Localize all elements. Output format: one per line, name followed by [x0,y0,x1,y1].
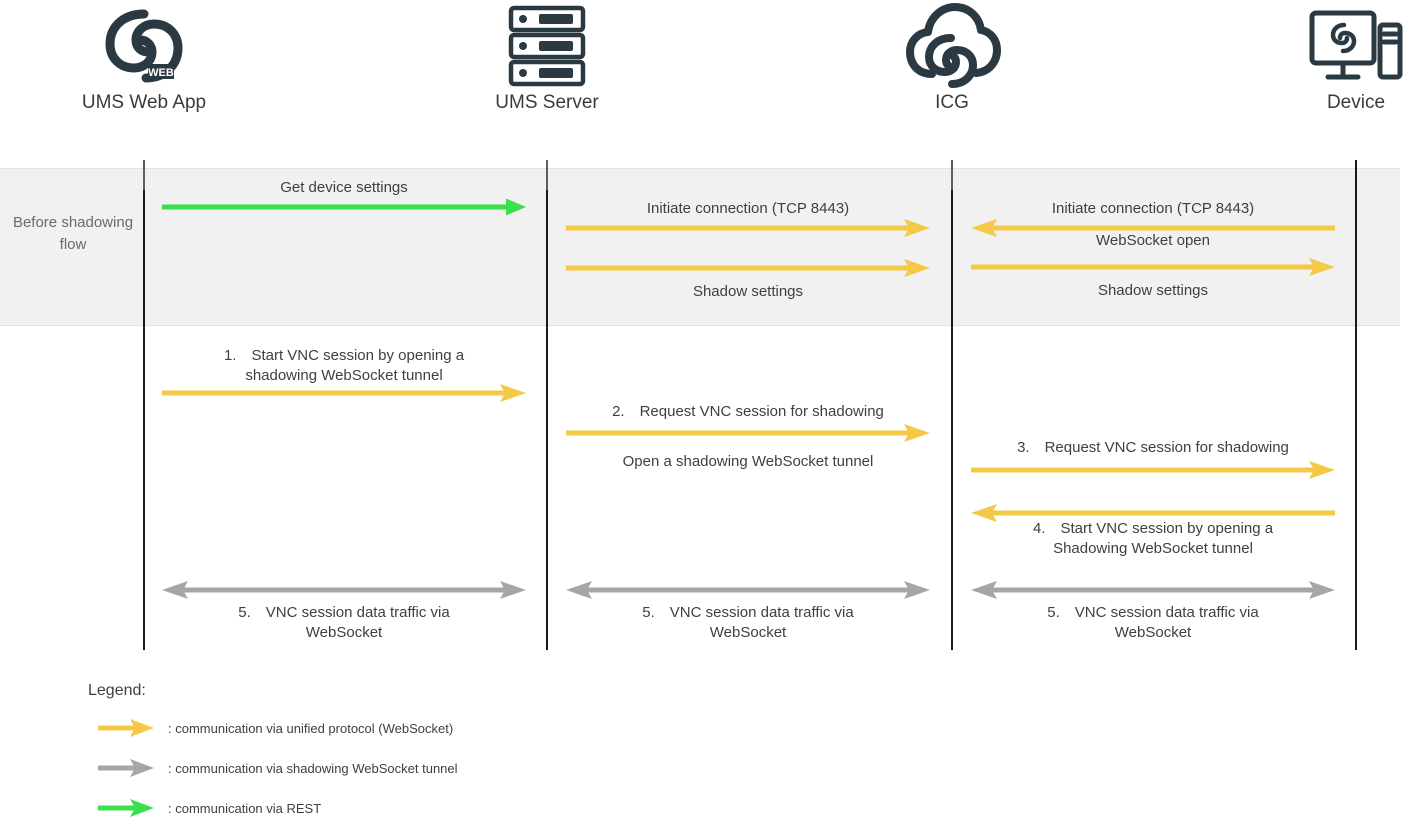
arrow-step-4 [971,504,1335,522]
actor-label: UMS Web App [81,92,207,113]
arrow-step-2 [566,424,930,442]
arrow-shadow-settings-server [566,259,930,277]
message-label-step-5-right: 5. VNC session data traffic via WebSocke… [1047,604,1259,642]
arrow-websocket-open [971,258,1335,276]
message-label-step-5-mid: 5. VNC session data traffic via WebSocke… [642,604,854,642]
lifeline-ums-server [546,190,548,650]
message-label-open-shadowing-tunnel: Open a shadowing WebSocket tunnel [622,453,874,470]
phase-band-label: Before shadowing flow [12,214,134,253]
lifeline-device [1355,160,1357,650]
legend-item-label: : communication via REST [168,800,322,816]
message-label-get-device-settings: Get device settings [280,179,408,196]
arrow-step-5-mid [566,581,930,599]
legend-item-unified: : communication via unified protocol (We… [98,718,453,738]
message-label-shadow-settings-server: Shadow settings [692,283,804,300]
arrow-get-device-settings [162,198,526,216]
legend-rest-arrow-icon [98,799,154,817]
legend-shadow-arrow-icon [98,759,154,777]
legend-unified-arrow-icon [98,719,154,737]
legend-title: Legend: [88,682,146,699]
actor-label: ICG [935,92,969,113]
message-label-step-4: 4. Start VNC session by opening a Shadow… [1032,520,1274,558]
lifeline-icg [951,190,953,650]
server-rack-icon [427,0,667,92]
message-label-step-5-left: 5. VNC session data traffic via WebSocke… [238,604,450,642]
ums-web-app-logo-icon: WEB [24,0,264,92]
message-label-step-2: 2. Request VNC session for shadowing [612,403,884,420]
arrow-initiate-connection-server [566,219,930,237]
lifeline-ums-web-app [143,190,145,650]
arrow-step-1 [162,384,526,402]
cloud-gateway-icon [832,0,1072,92]
message-label-initiate-connection-server: Initiate connection (TCP 8443) [646,200,850,217]
message-label-step-3: 3. Request VNC session for shadowing [1017,439,1289,456]
svg-text:WEB: WEB [148,67,174,79]
legend-item-label: : communication via shadowing WebSocket … [168,760,458,776]
desktop-tower-icon [1236,0,1412,92]
actor-ums-web-app: WEB UMS Web App [24,0,264,140]
arrow-step-5-right [971,581,1335,599]
actor-device: Device [1236,0,1412,140]
actor-icg: ICG [832,0,1072,140]
phase-band-before-shadowing [0,168,1400,326]
legend-item-shadow: : communication via shadowing WebSocket … [98,758,458,778]
message-label-initiate-connection-icg: Initiate connection (TCP 8443) [1051,200,1255,217]
arrow-step-3 [971,461,1335,479]
message-label-shadow-settings-device: Shadow settings [1097,282,1209,299]
message-label-websocket-open: WebSocket open [1096,232,1210,249]
arrow-step-5-left [162,581,526,599]
actor-label: UMS Server [495,92,599,113]
legend-item-rest: : communication via REST [98,798,321,818]
actor-ums-server: UMS Server [427,0,667,140]
legend-item-label: : communication via unified protocol (We… [168,720,454,736]
message-label-step-1: 1. Start VNC session by opening a shadow… [223,347,465,385]
actor-label: Device [1326,92,1386,113]
arrow-initiate-connection-icg [971,219,1335,237]
